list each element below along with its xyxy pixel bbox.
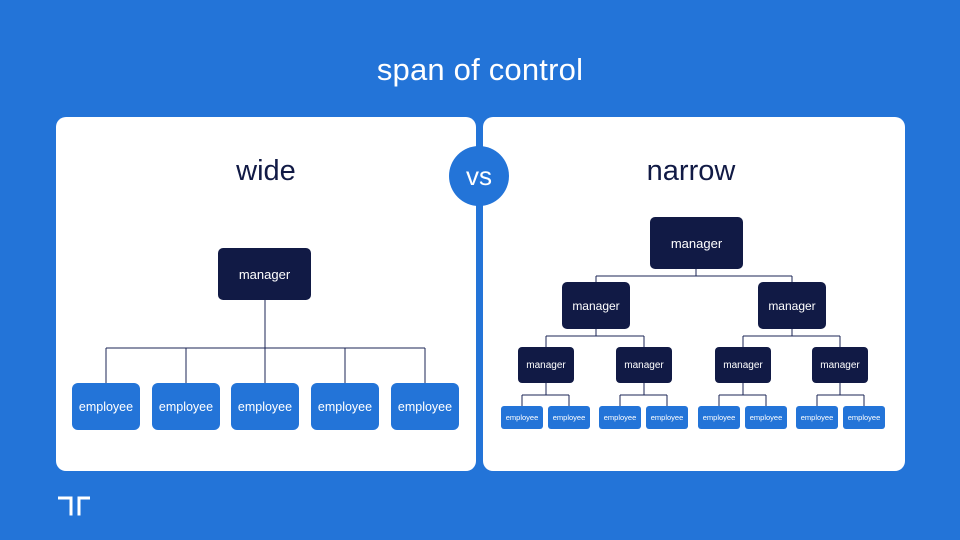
narrow-employee-node: employee [501, 406, 543, 429]
narrow-line-manager-node: manager [518, 347, 574, 383]
narrow-line-manager-node: manager [812, 347, 868, 383]
wide-heading: wide [236, 155, 296, 187]
narrow-line-manager-node: manager [715, 347, 771, 383]
wide-employee-node: employee [231, 383, 299, 430]
narrow-employee-node: employee [548, 406, 590, 429]
narrow-employee-node: employee [843, 406, 885, 429]
wide-employee-node: employee [152, 383, 220, 430]
slide-title: span of control [376, 52, 584, 87]
narrow-top-manager-node: manager [650, 217, 743, 269]
narrow-employee-node: employee [646, 406, 688, 429]
narrow-employee-node: employee [796, 406, 838, 429]
narrow-employee-node: employee [599, 406, 641, 429]
narrow-heading: narrow [646, 155, 736, 187]
narrow-employee-node: employee [745, 406, 787, 429]
wide-manager-node: manager [218, 248, 311, 300]
wide-employee-node: employee [391, 383, 459, 430]
wide-employee-node: employee [72, 383, 140, 430]
narrow-middle-manager-node: manager [758, 282, 826, 329]
wide-employee-node: employee [311, 383, 379, 430]
brand-logo-icon [58, 496, 90, 516]
narrow-middle-manager-node: manager [562, 282, 630, 329]
narrow-line-manager-node: manager [616, 347, 672, 383]
vs-badge: vs [449, 146, 509, 206]
narrow-employee-node: employee [698, 406, 740, 429]
